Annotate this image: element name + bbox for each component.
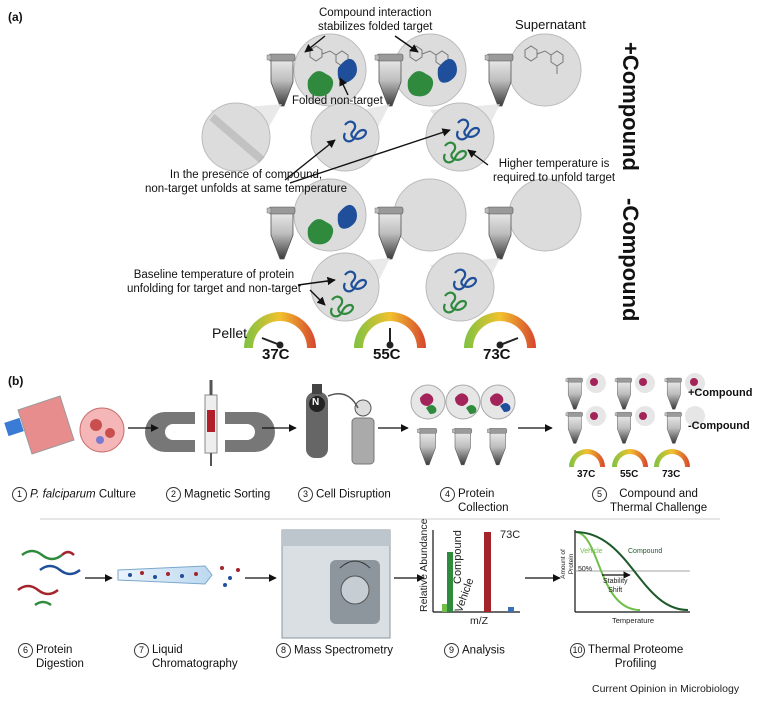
mini-tubes-icon (565, 373, 705, 444)
analysis-chart (432, 530, 520, 613)
tpp-x-label: Temperature (612, 616, 655, 625)
annotation-folded-nontarget: Folded non-target (292, 95, 383, 107)
magnetic-separator-icon (145, 380, 275, 466)
analysis-compound-label: Compound (452, 530, 464, 584)
nitrogen-label: N (312, 397, 320, 408)
annotation-compound-interaction: Compound interaction stabilizes folded t… (318, 7, 433, 33)
compound-molecule-icon (309, 45, 564, 74)
analysis-x-label: m/Z (470, 615, 489, 627)
temp-label-73: 73C (483, 346, 511, 363)
annotation-presence-compound: In the presence of compound, non-target … (145, 169, 348, 195)
nitrogen-cylinder-icon (306, 384, 375, 465)
annotation-supernatant: Supernatant (515, 17, 586, 32)
temp-label-37: 37C (262, 346, 290, 363)
tube-55-minus (374, 206, 404, 260)
mini-gauge-37-icon (569, 449, 605, 467)
mini-temp-55: 55C (620, 469, 639, 480)
panel-b-label: (b) (8, 374, 24, 388)
tpp-vehicle-label: Vehicle (580, 548, 603, 555)
label-b-plus-compound: +Compound (688, 387, 753, 399)
mini-gauge-55-icon (612, 449, 648, 467)
annotation-baseline: Baseline temperature of protein unfoldin… (127, 269, 301, 295)
label-b-minus-compound: -Compound (688, 420, 750, 432)
analysis-y-label: Relative Abundance (418, 518, 430, 612)
tube-73-plus (484, 53, 514, 107)
pellet-circles-plus (201, 102, 500, 172)
supernatant-circle-73 (508, 33, 582, 107)
analysis-temp-label: 73C (500, 529, 521, 541)
peptide-fragments-icon (17, 549, 81, 607)
mini-gauge-73-icon (654, 449, 690, 467)
tpp-chart (574, 530, 690, 613)
tpp-compound-label: Compound (628, 548, 663, 555)
gauge-needles (261, 328, 519, 349)
analysis-bar-compound-red (484, 532, 491, 612)
tpp-curve-vehicle (574, 531, 641, 611)
protein-collection-icon (410, 384, 516, 466)
tube-73-minus (484, 206, 514, 260)
lc-column-icon (117, 565, 240, 587)
tpp-curve-compound (574, 531, 689, 611)
analysis-bar-blue (508, 607, 514, 612)
tube-37-minus (266, 206, 296, 260)
temp-label-55: 55C (373, 346, 401, 363)
analysis-bar-compound-green (447, 552, 453, 612)
folded-target-protein-icon (307, 71, 434, 97)
label-plus-compound: +Compound (618, 42, 643, 171)
folded-nontarget-protein-icon (337, 58, 457, 83)
culture-flask-icon (4, 395, 125, 455)
footer-journal: Current Opinion in Microbiology (592, 683, 740, 695)
annotation-higher-temperature: Higher temperature is required to unfold… (493, 158, 616, 184)
tpp-half-label: 50% (578, 566, 593, 573)
annotation-pellet: Pellet (212, 325, 248, 341)
annotation-arrows (284, 35, 489, 306)
mini-temp-73: 73C (662, 469, 681, 480)
unfolded-protein-icon (343, 118, 480, 164)
mini-temp-37: 37C (577, 469, 596, 480)
analysis-bar-vehicle-low (442, 604, 447, 612)
unfolded-protein-minus-icon (330, 268, 477, 318)
mass-spectrometer-icon (281, 529, 391, 639)
tube-37-plus (266, 53, 296, 107)
panel-a-label: (a) (8, 10, 23, 24)
tpp-shift-label: Stability Shift (603, 578, 628, 594)
label-minus-compound: -Compound (618, 198, 643, 322)
supernatant-circles-minus (293, 178, 582, 252)
tpp-y-label: Amount of Protein (559, 549, 575, 579)
